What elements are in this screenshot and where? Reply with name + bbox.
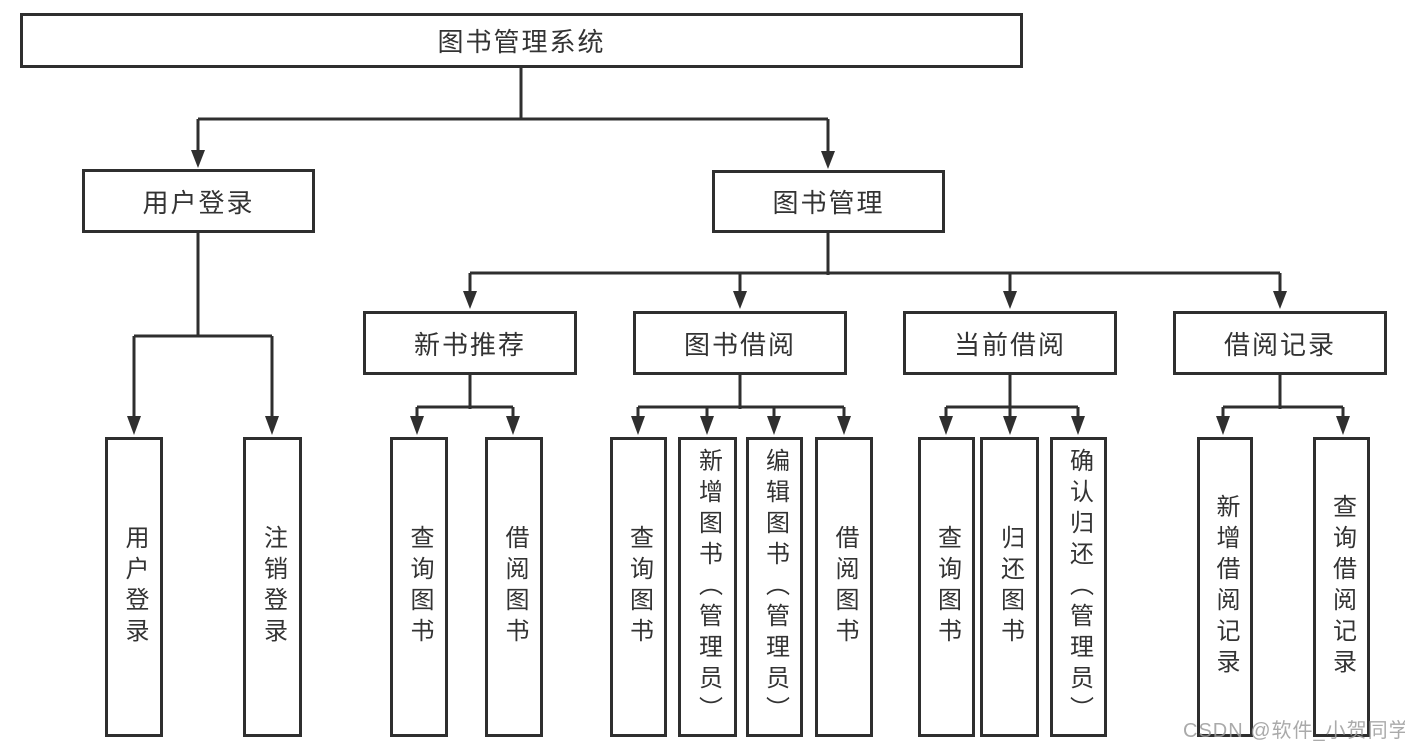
node-user-login-label: 用户登录 <box>142 187 255 218</box>
leaf-bb-borrow-book: 借阅图书 <box>815 437 873 737</box>
node-current-borrow-label: 当前借阅 <box>953 329 1066 360</box>
leaf-bb-query-book: 查询图书 <box>610 437 667 737</box>
leaf-cb-confirm-return-label: 确认归还（管理员） <box>1065 447 1093 727</box>
leaf-cb-confirm-return: 确认归还（管理员） <box>1050 437 1107 737</box>
node-new-book-recommend-label: 新书推荐 <box>413 329 526 360</box>
node-book-management-label: 图书管理 <box>772 188 885 218</box>
node-borrow-record-label: 借阅记录 <box>1223 329 1336 360</box>
node-borrow-record: 借阅记录 <box>1173 311 1387 375</box>
leaf-user-login-label: 用户登录 <box>121 525 148 649</box>
leaf-bb-add-book: 新增图书（管理员） <box>678 437 737 737</box>
leaf-br-query-record: 查询借阅记录 <box>1313 437 1370 737</box>
watermark: CSDN @软件_小贺同学 <box>1183 720 1405 742</box>
node-book-borrow: 图书借阅 <box>633 311 847 375</box>
node-book-borrow-label: 图书借阅 <box>683 329 796 360</box>
node-root: 图书管理系统 <box>20 13 1023 68</box>
node-root-label: 图书管理系统 <box>437 27 606 57</box>
leaf-br-add-record-label: 新增借阅记录 <box>1212 494 1239 680</box>
leaf-bb-edit-book: 编辑图书（管理员） <box>746 437 803 737</box>
leaf-logout: 注销登录 <box>243 437 302 737</box>
node-book-management: 图书管理 <box>712 170 945 233</box>
leaf-cb-return-book: 归还图书 <box>980 437 1039 737</box>
leaf-bb-edit-book-label: 编辑图书（管理员） <box>761 447 789 727</box>
leaf-user-login: 用户登录 <box>105 437 163 737</box>
leaf-cb-return-book-label: 归还图书 <box>996 525 1024 649</box>
leaf-bb-query-book-label: 查询图书 <box>625 525 653 649</box>
leaf-nb-query-book: 查询图书 <box>390 437 448 737</box>
leaf-cb-query-book-label: 查询图书 <box>933 525 961 649</box>
leaf-nb-borrow-book: 借阅图书 <box>485 437 543 737</box>
leaf-logout-label: 注销登录 <box>259 525 287 649</box>
leaf-br-add-record: 新增借阅记录 <box>1197 437 1253 737</box>
leaf-bb-borrow-book-label: 借阅图书 <box>831 525 858 649</box>
leaf-br-query-record-label: 查询借阅记录 <box>1328 494 1356 680</box>
node-current-borrow: 当前借阅 <box>903 311 1117 375</box>
leaf-nb-query-book-label: 查询图书 <box>406 525 433 649</box>
node-new-book-recommend: 新书推荐 <box>363 311 577 375</box>
node-user-login: 用户登录 <box>82 169 315 233</box>
leaf-bb-add-book-label: 新增图书（管理员） <box>694 447 722 727</box>
leaf-cb-query-book: 查询图书 <box>918 437 975 737</box>
leaf-nb-borrow-book-label: 借阅图书 <box>501 525 528 649</box>
